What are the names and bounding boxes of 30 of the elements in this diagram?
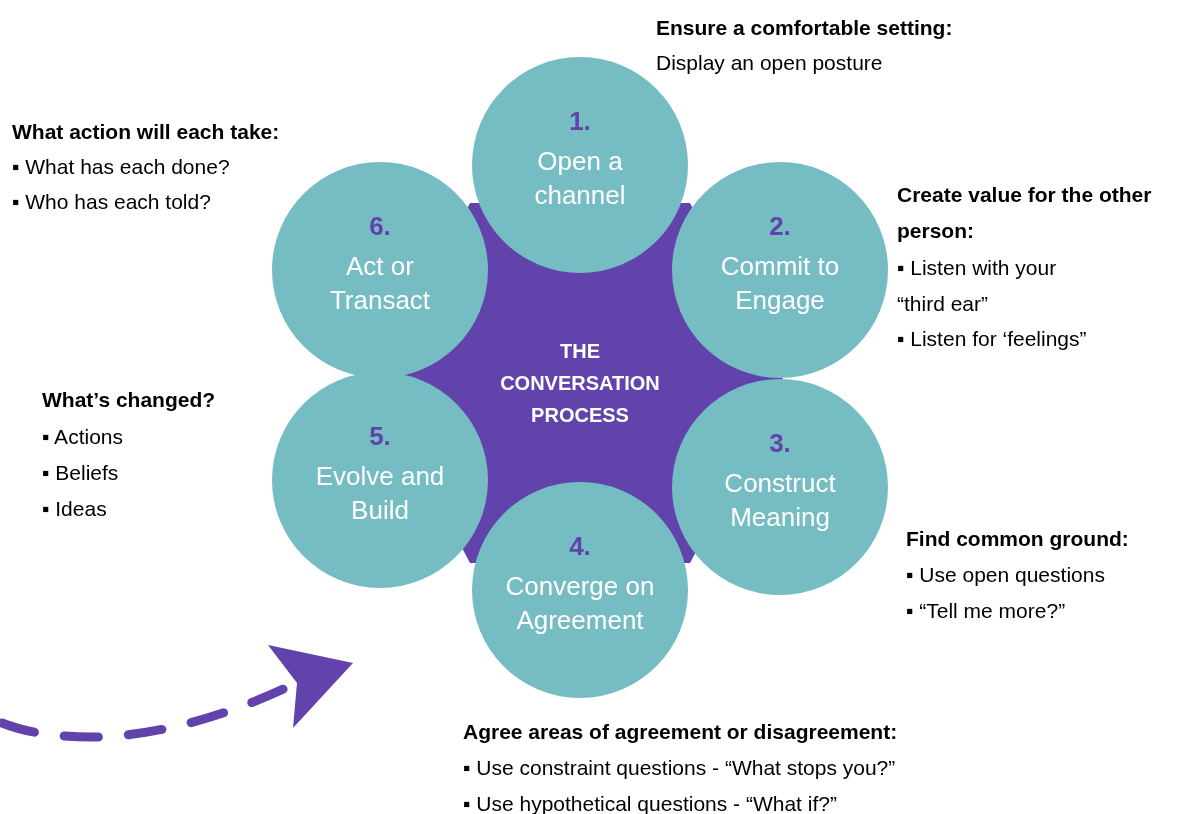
note-heading: Agree areas of agreement or disagreement: (463, 719, 899, 745)
note-heading: Create value for the other person: (897, 182, 1153, 244)
note-heading: Find common ground: (906, 526, 1130, 552)
step-number: 1. (569, 105, 591, 138)
note-text: ▪ Who has each told? (12, 189, 212, 215)
note-text: ▪ What has each done? (12, 154, 231, 180)
note-heading: Ensure a comfortable setting: (656, 15, 954, 41)
step-label: Evolve and Build (314, 460, 446, 527)
note-heading: What action will each take: (12, 119, 281, 145)
note-text: ▪ Listen with your “third ear” (897, 255, 1058, 317)
note-text: ▪ Listen for ‘feelings” (897, 326, 1088, 352)
step-number: 5. (369, 420, 391, 453)
note-text: ▪ Ideas (42, 496, 108, 522)
note-text: ▪ Use constraint questions - “What stops you?” (463, 755, 897, 781)
note-text: ▪ Beliefs (42, 460, 120, 486)
note-text: ▪ Use open questions (906, 562, 1106, 588)
step-label: Construct Meaning (723, 467, 837, 534)
step-number: 4. (569, 530, 591, 563)
step-number: 2. (769, 210, 791, 243)
note-text: Display an open posture (656, 50, 884, 76)
step-label: Converge on Agreement (504, 570, 656, 637)
step-label: Open a channel (533, 145, 627, 212)
note-text: ▪ “Tell me more?” (906, 598, 1067, 624)
note-text: ▪ Actions (42, 424, 124, 450)
hub-title: THE CONVERSATION PROCESS (499, 339, 661, 428)
step-label: Act or Transact (328, 250, 432, 317)
step-number: 6. (369, 210, 391, 243)
step-number: 3. (769, 427, 791, 460)
note-heading: What’s changed? (42, 387, 217, 413)
step-label: Commit to Engage (719, 250, 841, 317)
